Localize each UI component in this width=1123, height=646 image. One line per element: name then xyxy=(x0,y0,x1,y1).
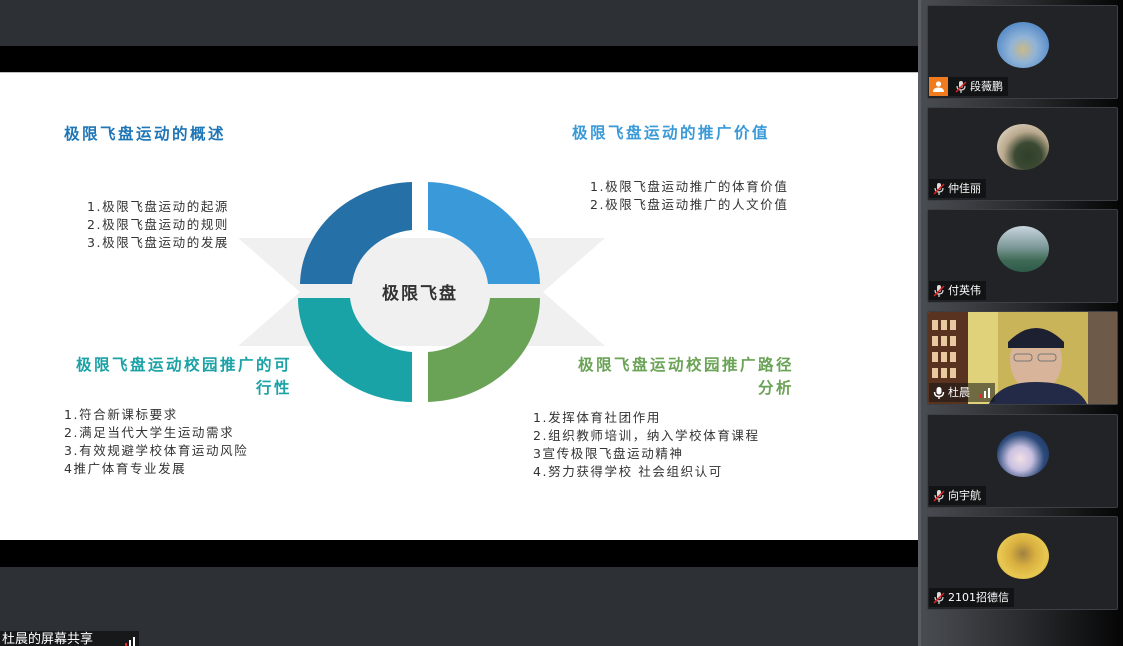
participant-tile[interactable]: 段薇鹏 xyxy=(927,5,1118,99)
participant-namebar: 仲佳丽 xyxy=(929,179,986,198)
participant-namebar: 付英伟 xyxy=(929,281,986,300)
letterbox-bottom xyxy=(0,540,918,567)
mic-muted-icon xyxy=(955,80,967,93)
shared-slide: 极限飞盘 极限飞盘运动的概述 1.极限飞盘运动的起源 2.极限飞盘运动的规则 3… xyxy=(0,72,918,540)
participant-tile[interactable]: 向宇航 xyxy=(927,414,1118,508)
list-item: 1.符合新课标要求 xyxy=(64,407,178,422)
section-title-feasibility: 极限飞盘运动校园推广的可 行性 xyxy=(40,354,292,400)
list-item: 3.有效规避学校体育运动风险 xyxy=(64,443,249,458)
title-line: 极限飞盘运动校园推广的可 xyxy=(75,356,292,374)
presenter-name: 杜晨的屏幕共享 xyxy=(2,632,94,646)
title-line: 行性 xyxy=(255,379,292,397)
signal-bars-icon xyxy=(980,387,990,398)
section-title-value: 极限飞盘运动的推广价值 xyxy=(572,124,771,142)
host-icon xyxy=(929,77,948,96)
screen-share-area: 极限飞盘 极限飞盘运动的概述 1.极限飞盘运动的起源 2.极限飞盘运动的规则 3… xyxy=(0,46,918,646)
participant-tile[interactable]: 仲佳丽 xyxy=(927,107,1118,201)
list-item: 2.组织教师培训，纳入学校体育课程 xyxy=(533,428,760,443)
avatar xyxy=(997,533,1049,579)
participant-name: 仲佳丽 xyxy=(948,182,981,195)
section-list-path: 1.发挥体育社团作用 2.组织教师培训，纳入学校体育课程 3宣传极限飞盘运动精神… xyxy=(533,409,760,481)
participant-tile[interactable]: 付英伟 xyxy=(927,209,1118,303)
participant-name: 杜晨 xyxy=(948,386,970,399)
sidebar-divider xyxy=(918,0,921,646)
avatar xyxy=(997,226,1049,272)
participant-video-tile[interactable]: 杜晨 xyxy=(927,311,1118,405)
mic-muted-icon xyxy=(933,591,945,604)
section-title-path: 极限飞盘运动校园推广路径 分析 xyxy=(540,354,794,400)
participant-tile[interactable]: 2101招德信 xyxy=(927,516,1118,610)
list-item: 1.极限飞盘运动的起源 xyxy=(87,199,230,214)
ring-segment-bottom-right xyxy=(428,298,540,402)
section-list-value: 1.极限飞盘运动推广的体育价值 2.极限飞盘运动推广的人文价值 xyxy=(590,178,788,214)
list-item: 2.满足当代大学生运动需求 xyxy=(64,425,235,440)
list-item: 1.发挥体育社团作用 xyxy=(533,410,661,425)
list-item: 4.努力获得学校 社会组织认可 xyxy=(533,464,723,479)
participant-namebar: 向宇航 xyxy=(929,486,986,505)
participant-name: 付英伟 xyxy=(948,284,981,297)
mic-muted-icon xyxy=(933,182,945,195)
list-item: 2.极限飞盘运动推广的人文价值 xyxy=(590,197,789,212)
participant-namebar: 杜晨 xyxy=(929,383,995,402)
center-label: 极限飞盘 xyxy=(382,284,458,304)
list-item: 1.极限飞盘运动推广的体育价值 xyxy=(590,179,789,194)
avatar xyxy=(997,22,1049,68)
participant-namebar: 2101招德信 xyxy=(929,588,1014,607)
title-line: 极限飞盘运动校园推广路径 xyxy=(577,356,794,374)
gray-x-band xyxy=(238,238,605,346)
letterbox-top xyxy=(0,46,918,72)
mic-muted-icon xyxy=(933,489,945,502)
mic-muted-icon xyxy=(933,284,945,297)
participant-name: 向宇航 xyxy=(948,489,981,502)
participant-namebar: 段薇鹏 xyxy=(929,77,1008,96)
list-item: 3.极限飞盘运动的发展 xyxy=(87,235,230,250)
avatar xyxy=(997,124,1049,170)
section-title-overview: 极限飞盘运动的概述 xyxy=(64,125,227,143)
list-item: 3宣传极限飞盘运动精神 xyxy=(533,446,684,461)
signal-bars-icon xyxy=(125,637,135,646)
ring-segment-top-right xyxy=(428,182,540,284)
donut-chart xyxy=(298,182,540,402)
presenter-label: 杜晨的屏幕共享 xyxy=(0,631,139,646)
section-list-overview: 1.极限飞盘运动的起源 2.极限飞盘运动的规则 3.极限飞盘运动的发展 xyxy=(87,198,229,252)
mic-icon xyxy=(933,386,945,399)
ring-segment-bottom-left xyxy=(298,298,412,402)
participant-name: 2101招德信 xyxy=(948,591,1009,604)
title-line: 分析 xyxy=(757,379,794,397)
participant-name: 段薇鹏 xyxy=(970,80,1003,93)
list-item: 4推广体育专业发展 xyxy=(64,461,187,476)
avatar xyxy=(997,431,1049,477)
list-item: 2.极限飞盘运动的规则 xyxy=(87,217,230,232)
video-feed xyxy=(928,312,1117,404)
section-list-feasibility: 1.符合新课标要求 2.满足当代大学生运动需求 3.有效规避学校体育运动风险 4… xyxy=(64,406,248,478)
ring-segment-top-left xyxy=(300,182,412,284)
